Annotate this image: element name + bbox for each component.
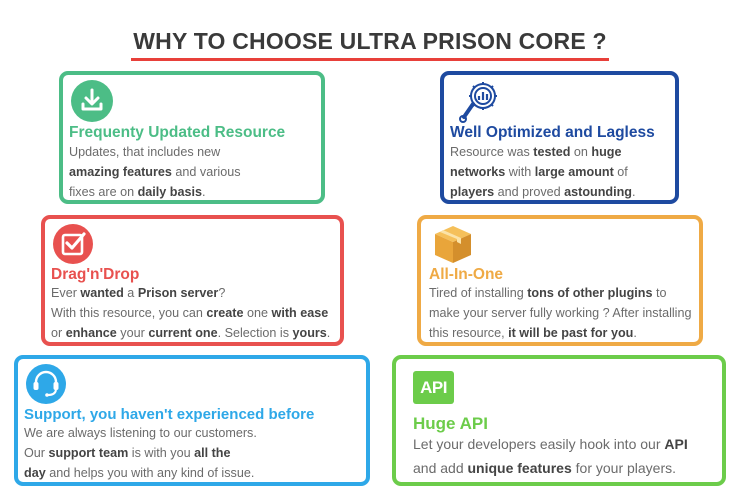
highlight-text: support team (48, 446, 129, 460)
description-text: ? (218, 286, 226, 300)
highlight-text: Prison server (137, 286, 219, 300)
description-line: With this resource, you can create one w… (51, 303, 343, 323)
description-text: Let your developers easily hook into our (413, 436, 665, 452)
description-line: Let your developers easily hook into our… (413, 432, 723, 456)
description-line: Updates, that includes new (69, 142, 324, 162)
card-description: Ever wanted a Prison server?With this re… (51, 283, 343, 343)
box-icon (431, 222, 475, 271)
description-line: Ever wanted a Prison server? (51, 283, 343, 303)
card-title: Huge API (413, 414, 488, 433)
description-text: and add (413, 460, 468, 476)
description-line: networks with large amount of (450, 162, 678, 182)
description-line: amazing features and various (69, 162, 324, 182)
description-text: to (652, 286, 667, 300)
card-title: Drag'n'Drop (51, 266, 140, 283)
description-line: Resource was tested on huge (450, 142, 678, 162)
highlight-text: huge (591, 145, 622, 159)
card-title: Well Optimized and Lagless (450, 124, 655, 141)
description-text: your (116, 326, 149, 340)
description-line: Tired of installing tons of other plugin… (429, 283, 701, 303)
description-text: . (633, 326, 637, 340)
page-title-text: WHY TO CHOOSE ULTRA PRISON CORE ? (131, 28, 609, 61)
description-line: day and helps you with any kind of issue… (24, 463, 364, 483)
description-text: Tired of installing (429, 286, 528, 300)
description-text: make your server fully working ? After i… (429, 306, 692, 320)
description-text: or (51, 326, 66, 340)
highlight-text: yours (292, 326, 327, 340)
description-text: and proved (494, 185, 565, 199)
description-text: . Selection is (217, 326, 293, 340)
description-line: fixes are on daily basis. (69, 182, 324, 202)
description-text: a (123, 286, 138, 300)
description-text: one (243, 306, 272, 320)
download-icon (70, 79, 114, 128)
gear-chart-icon (456, 79, 502, 130)
description-line: Our support team is with you all the (24, 443, 364, 463)
description-line: make your server fully working ? After i… (429, 303, 701, 323)
highlight-text: day (24, 466, 46, 480)
description-text: Resource was (450, 145, 534, 159)
card-all-in-one: All-In-One Tired of installing tons of o… (417, 215, 703, 346)
card-description: Updates, that includes new amazing featur… (69, 142, 324, 202)
description-text: for your players. (571, 460, 677, 476)
description-text: and helps you with any kind of issue. (45, 466, 255, 480)
highlight-text: tons of other plugins (527, 286, 653, 300)
description-text: Updates, that includes new (69, 145, 221, 159)
highlight-text: current one (148, 326, 218, 340)
api-icon: API (413, 371, 454, 404)
highlight-text: daily basis (137, 185, 203, 199)
card-title: All-In-One (429, 266, 504, 283)
description-text: . (326, 326, 331, 340)
description-text: . (202, 185, 206, 199)
description-text: with (505, 165, 535, 179)
card-support: Support, you haven't experienced before … (14, 355, 370, 486)
highlight-text: create (206, 306, 244, 320)
description-line: We are always listening to our customers… (24, 423, 364, 443)
highlight-text: players (450, 185, 495, 199)
page-title: WHY TO CHOOSE ULTRA PRISON CORE ? (0, 28, 740, 61)
highlight-text: wanted (80, 286, 124, 300)
description-text: We are always listening to our customers… (24, 426, 257, 440)
highlight-text: it will be past for you (508, 326, 634, 340)
card-description: Tired of installing tons of other plugin… (429, 283, 701, 343)
card-title: Frequenty Updated Resource (69, 124, 286, 141)
card-well-optimized: Well Optimized and Lagless Resource was … (440, 71, 679, 204)
highlight-text: networks (450, 165, 506, 179)
card-drag-n-drop: Drag'n'Drop Ever wanted a Prison server?… (41, 215, 344, 346)
highlight-text: unique features (467, 460, 572, 476)
checkbox-icon (52, 223, 94, 270)
description-text: fixes are on (69, 185, 138, 199)
description-text: Ever (51, 286, 81, 300)
description-line: players and proved astounding. (450, 182, 678, 202)
card-frequently-updated: Frequenty Updated Resource Updates, that… (59, 71, 325, 204)
highlight-text: astounding (564, 185, 632, 199)
highlight-text: API (664, 436, 688, 452)
highlight-text: enhance (65, 326, 117, 340)
card-huge-api: API Huge API Let your developers easily … (392, 355, 726, 486)
highlight-text: with ease (271, 306, 329, 320)
description-line: this resource, it will be past for you. (429, 323, 701, 343)
card-description: Let your developers easily hook into our… (413, 432, 723, 480)
description-text: is with you (128, 446, 195, 460)
highlight-text: all the (194, 446, 231, 460)
description-text: With this resource, you can (51, 306, 207, 320)
description-text: and various (171, 165, 241, 179)
highlight-text: large amount (534, 165, 614, 179)
description-text: Our (24, 446, 49, 460)
highlight-text: amazing features (69, 165, 172, 179)
description-text: on (570, 145, 592, 159)
description-text: of (613, 165, 628, 179)
card-description: We are always listening to our customers… (24, 423, 364, 483)
card-title: Support, you haven't experienced before (24, 406, 315, 423)
headset-icon (25, 363, 67, 410)
description-line: or enhance your current one. Selection i… (51, 323, 343, 343)
description-text: this resource, (429, 326, 509, 340)
highlight-text: tested (533, 145, 571, 159)
description-text: . (632, 185, 636, 199)
description-line: and add unique features for your players… (413, 456, 723, 480)
